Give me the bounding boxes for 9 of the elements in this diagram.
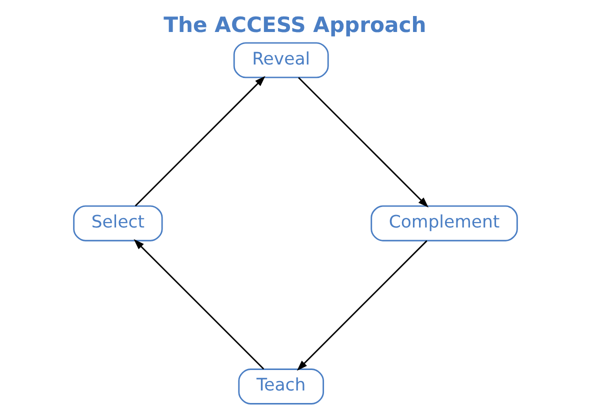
arrow [296, 240, 427, 371]
node-box: Teach [238, 368, 324, 404]
node-box: Select [72, 205, 162, 242]
node-box: Reveal [232, 42, 328, 78]
arrow [134, 76, 265, 206]
arrow [133, 239, 264, 370]
diagram-title: The ACCESS Approach [163, 12, 426, 37]
node-box: Complement [370, 205, 518, 242]
arrow [298, 77, 428, 208]
